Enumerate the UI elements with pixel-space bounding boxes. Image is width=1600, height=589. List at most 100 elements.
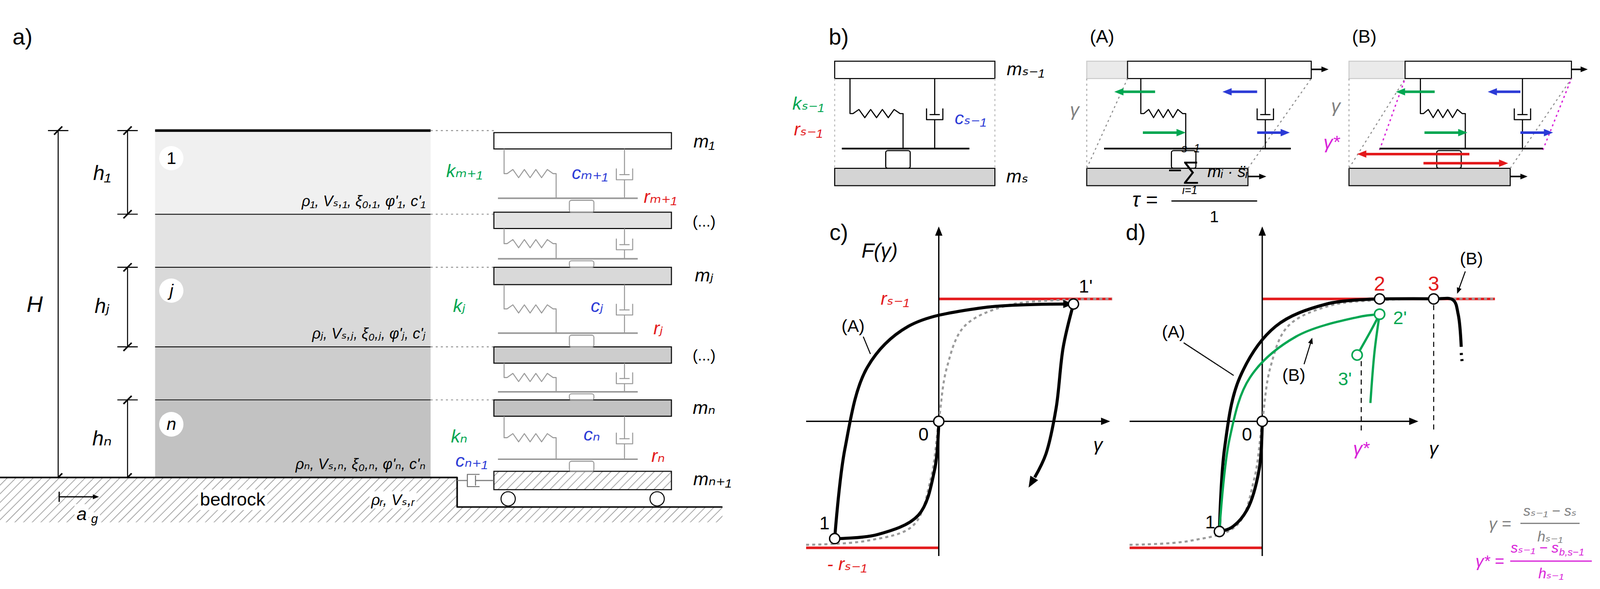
slider-symbol <box>569 394 594 400</box>
figure-label: mₛ₋₁ <box>1006 59 1045 80</box>
figure-label: - rₛ₋₁ <box>826 554 867 575</box>
dashpot-symbol <box>619 309 630 311</box>
arrow-head <box>1543 129 1553 137</box>
dashpot-symbol <box>1514 108 1531 120</box>
figure-label: g <box>89 512 100 527</box>
arrow-head <box>1456 287 1462 295</box>
dashpot-symbol <box>1517 114 1528 116</box>
hysteresis-curve <box>1219 314 1380 532</box>
figure-label: (A) <box>841 316 865 336</box>
spring-shear-line <box>1379 78 1406 150</box>
figure-label: b) <box>828 24 849 50</box>
arrow-line <box>1493 90 1521 94</box>
lumped-mass <box>494 132 672 149</box>
figure-label: rₛ₋₁ <box>793 119 823 140</box>
dashpot-symbol <box>1521 78 1523 115</box>
arrow-line <box>1423 162 1503 165</box>
coupling-plate <box>497 197 638 199</box>
dashpot-symbol <box>926 108 943 120</box>
dotted-guide <box>430 130 494 132</box>
dashed-guide <box>1433 305 1435 434</box>
figure-label: sₛ₋₁ − s <box>1510 540 1559 556</box>
layer-boundary <box>155 214 431 215</box>
dashpot-symbol <box>619 174 630 176</box>
figure-label: a <box>74 504 89 525</box>
dashpot-symbol <box>934 119 936 149</box>
figure-label: 1 <box>819 513 830 534</box>
soil-layer-band <box>155 399 431 478</box>
figure-label: kₙ <box>450 426 468 447</box>
coupling-plate <box>497 458 638 461</box>
hysteresis-curve <box>1034 304 1074 478</box>
strength-limit <box>806 546 939 550</box>
arrow-head <box>1222 88 1232 96</box>
spring-symbol <box>504 363 557 393</box>
backbone-curve <box>1129 298 1496 545</box>
slider-symbol <box>885 150 910 169</box>
figure-label: 1 <box>1204 512 1216 533</box>
arrow-head <box>1258 226 1266 236</box>
figure-label: H <box>26 291 43 317</box>
dotted-guide <box>430 399 494 401</box>
layer-number: n <box>159 412 184 437</box>
soil-layer-band <box>155 346 431 400</box>
figure-label: h₁ <box>93 162 112 185</box>
slider-symbol <box>569 261 594 268</box>
arrow-line <box>1129 420 1414 423</box>
lumped-mass <box>494 267 672 285</box>
figure-label: a) <box>12 24 33 50</box>
coupling-plate <box>497 332 638 334</box>
soil-layer: nρₙ, Vₛ,ₙ, ξ₀,ₙ, φ'ₙ, c'ₙ <box>155 399 431 478</box>
dashpot-symbol <box>624 249 626 260</box>
arrow-head <box>1259 173 1267 180</box>
figure-label: γ <box>1331 96 1341 117</box>
dotted-guide <box>994 78 996 169</box>
figure-label: (B) <box>1282 365 1306 385</box>
figure-label: bedrock <box>197 490 268 511</box>
coupling-plate <box>1379 147 1543 149</box>
dotted-guide <box>1348 78 1350 169</box>
arrow-line <box>1261 231 1264 557</box>
spring-symbol <box>504 148 557 199</box>
spring-symbol <box>1420 78 1466 149</box>
dimension-line <box>127 267 129 347</box>
dashpot-symbol <box>624 284 626 311</box>
state-point <box>1374 309 1385 320</box>
figure-label: m₁ <box>693 131 715 152</box>
arrow-line <box>1362 152 1470 156</box>
layer-properties: ρⱼ, Vₛ,ⱼ, ξ₀,ⱼ, φ'ⱼ, c'ⱼ <box>312 325 426 343</box>
arrow-line <box>59 496 96 498</box>
arrow-head <box>1101 417 1111 426</box>
dotted-guide <box>430 214 494 215</box>
figure-label: s−1 <box>1181 142 1201 155</box>
arrow-head <box>92 494 99 500</box>
spring-symbol <box>1140 78 1187 149</box>
shear-line <box>1248 78 1312 169</box>
arrow-head <box>935 226 943 236</box>
dashpot-symbol <box>624 314 626 333</box>
lumped-mass <box>494 212 672 229</box>
figure-label: cₘ₊₁ <box>571 163 608 184</box>
figure-label: 3' <box>1337 369 1352 390</box>
dashpot-symbol <box>475 479 495 481</box>
arrow-head <box>1321 66 1329 73</box>
dashpot-symbol <box>624 416 626 439</box>
figure-label: cₙ <box>583 424 601 446</box>
base-mass <box>494 471 672 490</box>
slider-symbol <box>569 200 594 213</box>
figure-label: 0 <box>1241 424 1253 446</box>
arrow-head <box>1357 150 1367 158</box>
soil-layer-band <box>155 130 431 215</box>
figure-label: mⱼ <box>694 265 714 286</box>
lumped-mass <box>494 346 672 364</box>
dashpot-symbol <box>619 378 630 380</box>
figure-label: mₙ <box>692 397 716 419</box>
figure-label: γ* <box>1352 438 1370 460</box>
arrow-head <box>1028 475 1039 488</box>
arrow-line <box>1303 341 1312 364</box>
layer-properties: ρ₁, Vₛ,₁, ξ₀,₁, φ'₁, c'₁ <box>301 193 426 210</box>
figure-label: 3 <box>1428 272 1440 295</box>
figure-label: rⱼ <box>653 318 663 339</box>
dimension-line <box>127 399 129 478</box>
hysteresis-curve <box>834 304 1068 540</box>
